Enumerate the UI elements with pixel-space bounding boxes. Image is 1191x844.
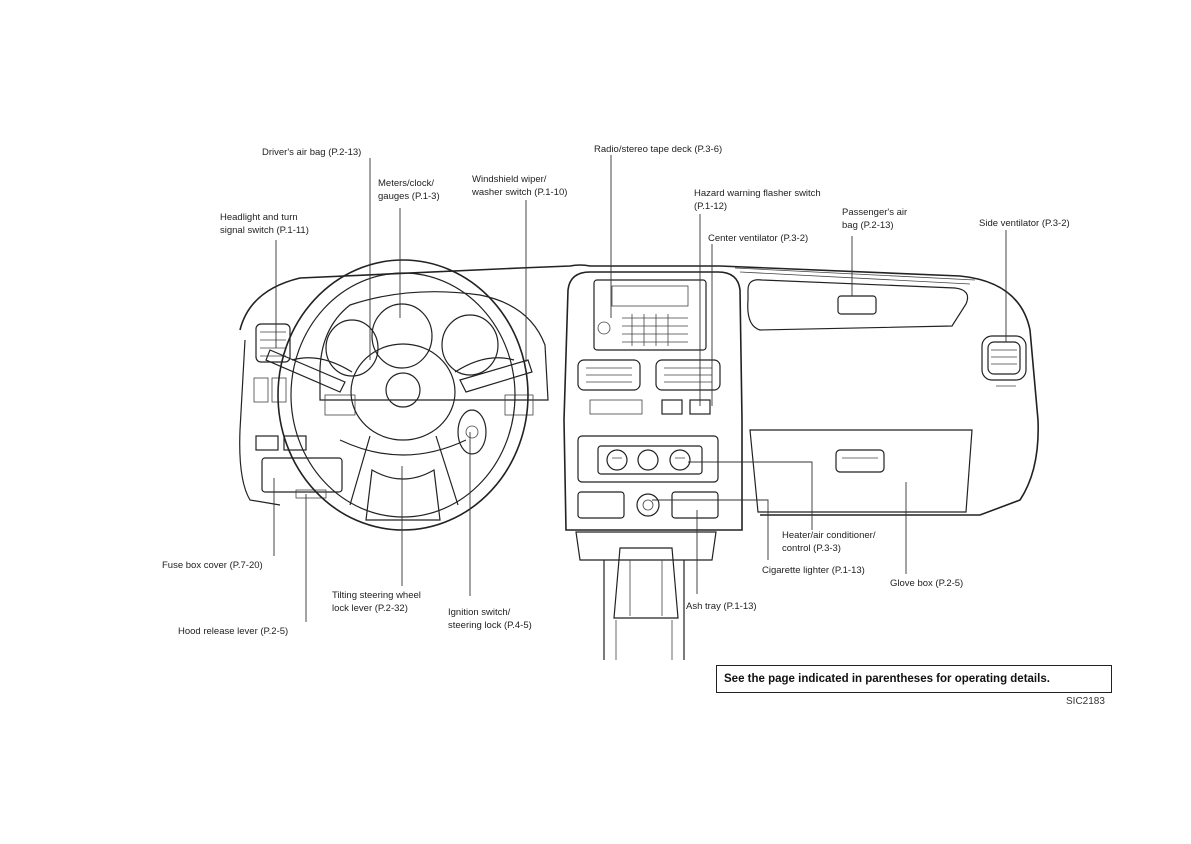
label-wiper-line2: washer switch (P.1-10) bbox=[471, 187, 567, 198]
dashboard-illustration bbox=[239, 259, 1039, 660]
label-headlight-line2: signal switch (P.1-11) bbox=[220, 225, 309, 236]
label-headlight-line1: Headlight and turn bbox=[220, 212, 298, 223]
steering-wheel bbox=[265, 259, 533, 531]
instrument-cluster bbox=[319, 291, 549, 416]
label-ash-tray: Ash tray (P.1-13) bbox=[686, 601, 757, 612]
center-stack bbox=[563, 271, 743, 660]
label-passenger-line2: bag (P.2-13) bbox=[842, 220, 894, 231]
label-radio: Radio/stereo tape deck (P.3-6) bbox=[594, 144, 722, 155]
label-heater-line1: Heater/air conditioner/ bbox=[782, 530, 876, 541]
label-wiper-line1: Windshield wiper/ bbox=[472, 174, 547, 185]
label-center-vent: Center ventilator (P.3-2) bbox=[708, 233, 808, 244]
label-tilt-line1: Tilting steering wheel bbox=[332, 590, 421, 601]
label-glove-box: Glove box (P.2-5) bbox=[890, 578, 963, 589]
callout-labels: Driver's air bag (P.2-13) Radio/stereo t… bbox=[162, 144, 1070, 637]
passenger-panel bbox=[747, 279, 1027, 513]
label-ignition-line2: steering lock (P.4-5) bbox=[448, 620, 532, 631]
left-lower-panel bbox=[255, 435, 343, 499]
label-hood-release: Hood release lever (P.2-5) bbox=[178, 626, 288, 637]
label-hazard-line2: (P.1-12) bbox=[694, 201, 727, 212]
label-tilt-line2: lock lever (P.2-32) bbox=[332, 603, 408, 614]
figure-code: SIC2183 bbox=[1066, 696, 1105, 707]
label-passenger-line1: Passenger's air bbox=[842, 207, 907, 218]
label-drivers-air-bag: Driver's air bag (P.2-13) bbox=[262, 147, 361, 158]
label-hazard-line1: Hazard warning flasher switch bbox=[694, 188, 821, 199]
label-meters-line1: Meters/clock/ bbox=[378, 178, 434, 189]
label-meters-line2: gauges (P.1-3) bbox=[378, 191, 440, 202]
label-fuse-box: Fuse box cover (P.7-20) bbox=[162, 560, 263, 571]
leader-lines bbox=[273, 155, 1007, 622]
label-side-vent: Side ventilator (P.3-2) bbox=[979, 218, 1070, 229]
label-ignition-line1: Ignition switch/ bbox=[448, 607, 511, 618]
label-cigarette-lighter: Cigarette lighter (P.1-13) bbox=[762, 565, 865, 576]
operating-details-note: See the page indicated in parentheses fo… bbox=[716, 665, 1112, 693]
label-heater-line2: control (P.3-3) bbox=[782, 543, 841, 554]
